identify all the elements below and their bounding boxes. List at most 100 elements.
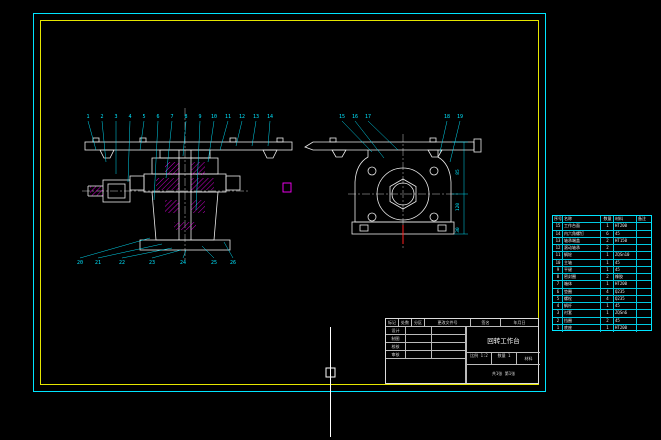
title-header-cell: 更改文件号 bbox=[425, 319, 471, 327]
dimension-text: 85 bbox=[455, 169, 461, 175]
scale-value: 1:2 bbox=[480, 353, 488, 358]
callout-number: 1 bbox=[86, 114, 89, 120]
leader-line bbox=[207, 120, 215, 163]
bom-cell: 45 bbox=[614, 303, 637, 310]
bom-cell: ZQSn10 bbox=[614, 252, 637, 259]
bom-cell: 2 bbox=[601, 317, 614, 324]
leader-line bbox=[235, 120, 243, 147]
leader-line bbox=[354, 120, 385, 159]
section-mark bbox=[282, 182, 292, 193]
crosshair-cursor bbox=[325, 327, 336, 437]
title-header-cell: 签名 bbox=[471, 319, 501, 327]
callout-number: 4 bbox=[128, 114, 131, 120]
bom-cell: 45 bbox=[614, 317, 637, 324]
bom-cell: 密封圈 bbox=[563, 274, 601, 281]
callout-number: 14 bbox=[267, 114, 273, 120]
bom-cell bbox=[637, 303, 651, 309]
bom-cell: 11 bbox=[553, 252, 563, 259]
qty-label: 数量 bbox=[497, 353, 506, 358]
bom-cell: 1 bbox=[601, 223, 614, 230]
title-sign-rows: 设计 制图 校核 审核 bbox=[386, 327, 466, 383]
leader-line bbox=[79, 237, 151, 259]
callout-number: 25 bbox=[211, 260, 217, 266]
bom-cell: 2 bbox=[601, 237, 614, 244]
bom-cell: 45 bbox=[614, 266, 637, 273]
bom-cell bbox=[637, 245, 651, 251]
leader-line bbox=[341, 120, 373, 153]
dimension-text: 120 bbox=[455, 203, 461, 211]
callout-number: 21 bbox=[95, 260, 101, 266]
bom-cell: Q235 bbox=[614, 295, 637, 302]
leader-line bbox=[97, 243, 163, 259]
sign-label: 校核 bbox=[386, 343, 406, 351]
bom-cell: 4 bbox=[601, 288, 614, 295]
pickbox bbox=[325, 367, 336, 378]
bom-cell bbox=[637, 281, 651, 287]
bom-cell bbox=[637, 274, 651, 280]
bom-cell: HT200 bbox=[614, 324, 637, 332]
bom-cell: 6 bbox=[601, 230, 614, 237]
bom-cell: 2 bbox=[601, 245, 614, 252]
title-header-cell: 处数 bbox=[399, 319, 412, 327]
leader-line bbox=[139, 120, 145, 151]
sheet-frame bbox=[33, 13, 546, 392]
callout-number: 18 bbox=[444, 114, 450, 120]
bom-cell bbox=[637, 231, 651, 237]
bom-cell: 12 bbox=[553, 245, 563, 252]
bom-cell: 45 bbox=[614, 230, 637, 237]
callout-number: 10 bbox=[211, 114, 217, 120]
leader-line bbox=[223, 241, 234, 259]
leader-line bbox=[439, 120, 448, 153]
bom-cell: 1 bbox=[601, 259, 614, 266]
material-label: 材料 bbox=[517, 353, 540, 365]
bom-cell bbox=[637, 252, 651, 258]
bom-cell: 6 bbox=[553, 288, 563, 295]
bom-cell: 4 bbox=[601, 295, 614, 302]
front-section-view bbox=[82, 108, 293, 262]
bom-cell: 1 bbox=[601, 324, 614, 332]
bom-cell: 底座 bbox=[563, 324, 601, 332]
bom-cell: 垫圈 bbox=[563, 288, 601, 295]
bom-cell bbox=[637, 267, 651, 273]
bom-cell: 箱体 bbox=[563, 281, 601, 288]
leader-line bbox=[165, 120, 173, 179]
bom-cell: HT200 bbox=[614, 223, 637, 230]
bom-cell: 主轴 bbox=[563, 259, 601, 266]
bom-cell: 2 bbox=[601, 274, 614, 281]
bom-cell bbox=[637, 260, 651, 266]
dimension-text: 30 bbox=[455, 227, 461, 233]
qty-value: 1 bbox=[508, 353, 511, 358]
leader-line bbox=[101, 120, 107, 163]
callout-number: 11 bbox=[225, 114, 231, 120]
leader-line bbox=[201, 245, 215, 259]
bom-cell: 序号 bbox=[554, 216, 563, 223]
bom-cell: 衬套 bbox=[563, 310, 601, 317]
callout-number: 22 bbox=[119, 260, 125, 266]
callout-number: 24 bbox=[180, 260, 186, 266]
bom-cell: 10 bbox=[553, 259, 563, 266]
bom-cell: 工作台面 bbox=[563, 223, 601, 230]
sheet-count: 共1张 第1张 bbox=[491, 371, 516, 376]
callout-number: 23 bbox=[149, 260, 155, 266]
bom-cell bbox=[637, 296, 651, 302]
leader-line bbox=[195, 120, 201, 211]
bom-cell: 7 bbox=[553, 281, 563, 288]
leader-line bbox=[121, 247, 173, 259]
bom-cell bbox=[637, 318, 651, 324]
leader-line bbox=[127, 120, 131, 183]
bom-cell: 14 bbox=[553, 230, 563, 237]
leader-line bbox=[267, 120, 271, 147]
callout-number: 9 bbox=[198, 114, 201, 120]
callout-number: 5 bbox=[142, 114, 145, 120]
bom-cell bbox=[637, 289, 651, 295]
